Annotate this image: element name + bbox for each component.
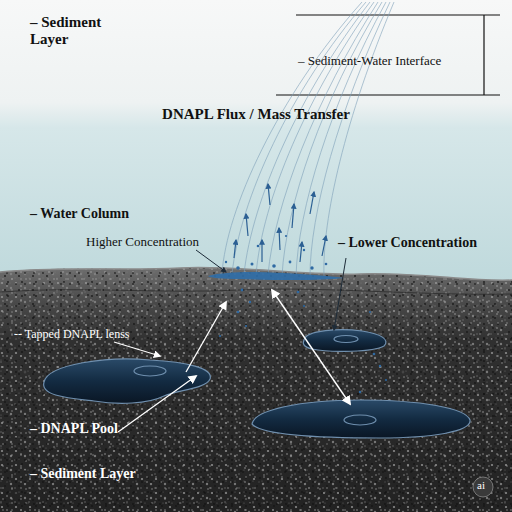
zone-label: – Water Column	[30, 206, 180, 222]
layer-label: – Sediment Layer	[30, 466, 200, 482]
interface-label: – Sediment-Water Interface	[298, 54, 478, 69]
watermark-badge	[473, 477, 493, 497]
mass-transfer-arrows	[234, 184, 326, 262]
pool-label: – DNAPL Pool	[30, 421, 180, 437]
concentration-label: – Lower Concentration	[338, 235, 510, 251]
dissolved-droplets	[219, 235, 387, 393]
sediment-bed	[0, 260, 512, 512]
layer-label: – Sediment Layer	[30, 14, 122, 49]
dnapl-plume	[222, 2, 394, 276]
interface-bracket	[276, 15, 500, 95]
concentration-label: Higher Concentration	[86, 235, 246, 250]
diagram-title: DNAPL Flux / Mass Transfer	[0, 106, 512, 123]
lens-label: -- Tapped DNAPL lenss	[14, 328, 184, 342]
watermark: ai	[477, 479, 491, 492]
surface-dnapl-film	[208, 272, 344, 280]
leader-arrows	[114, 250, 350, 432]
